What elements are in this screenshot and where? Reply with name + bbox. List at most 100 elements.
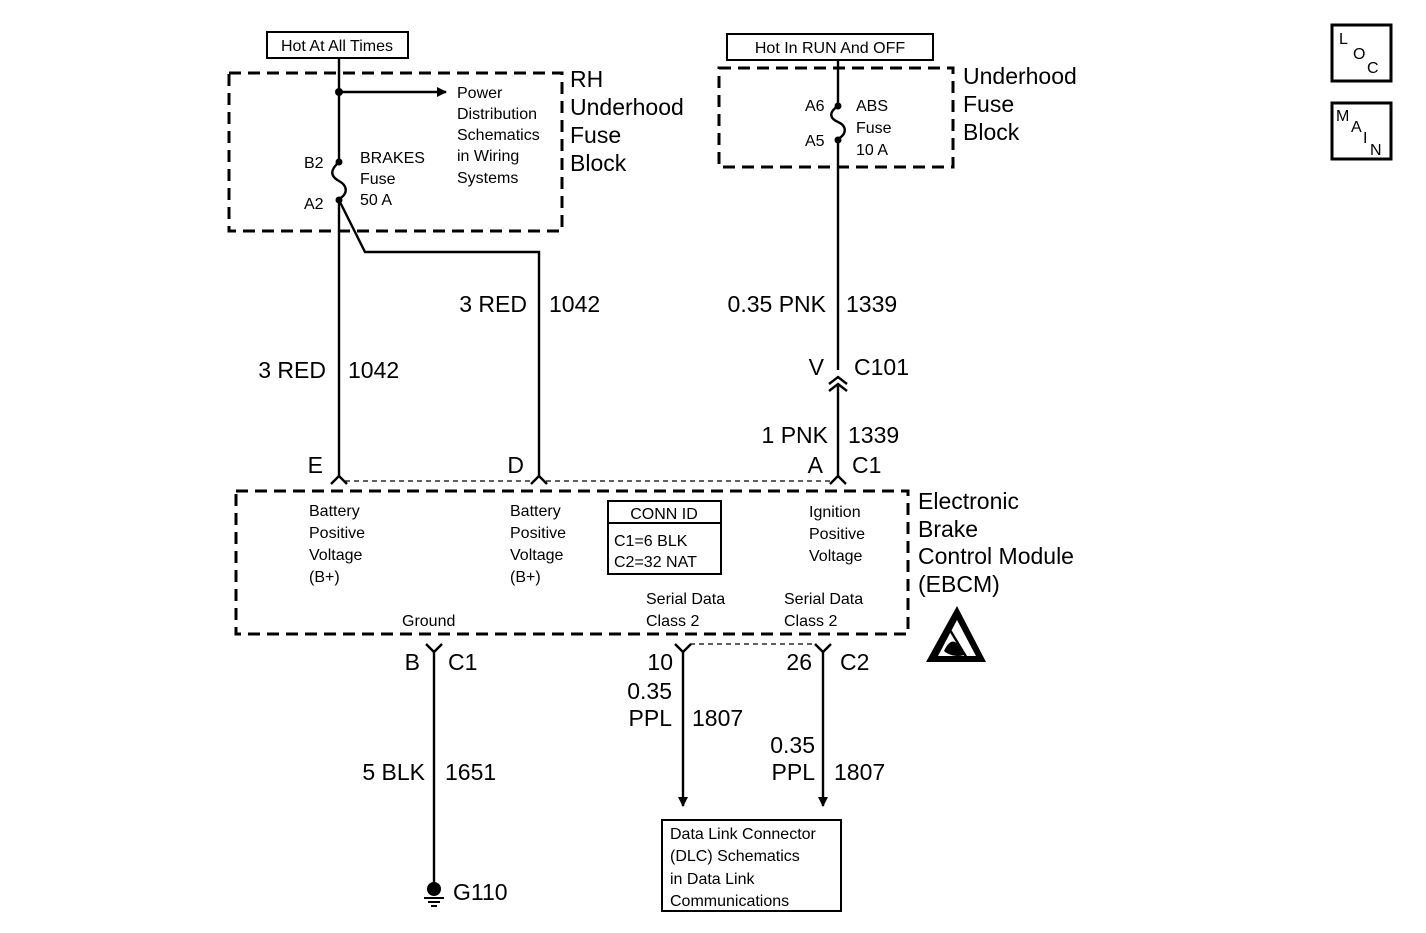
svg-text:Ignition: Ignition [809, 504, 861, 521]
svg-text:Schematics: Schematics [457, 127, 540, 144]
wire-1042-mid [337, 199, 541, 476]
serial-data-label-1: Serial Data Class 2 [646, 591, 725, 630]
svg-text:N: N [1370, 142, 1382, 159]
svg-text:BRAKES: BRAKES [360, 150, 425, 167]
svg-text:PPL: PPL [629, 705, 673, 731]
main-button[interactable]: M A I N [1330, 101, 1393, 161]
svg-text:Voltage: Voltage [510, 547, 563, 564]
svg-text:Serial Data: Serial Data [646, 591, 725, 608]
svg-text:A6: A6 [805, 98, 825, 115]
svg-text:1651: 1651 [445, 759, 496, 785]
svg-text:1042: 1042 [549, 291, 600, 317]
svg-text:V: V [809, 354, 825, 380]
svg-text:Fuse: Fuse [360, 171, 396, 188]
svg-text:D: D [507, 452, 524, 478]
svg-text:3 RED: 3 RED [258, 357, 326, 383]
battery-voltage-label-2: Battery Positive Voltage (B+) [510, 503, 566, 586]
svg-text:Data Link Connector: Data Link Connector [670, 826, 817, 843]
svg-text:(B+): (B+) [309, 569, 340, 586]
svg-text:Voltage: Voltage [309, 547, 362, 564]
svg-text:B2: B2 [304, 155, 324, 172]
battery-voltage-label-1: Battery Positive Voltage (B+) [309, 503, 365, 586]
svg-text:in Wiring: in Wiring [457, 148, 519, 165]
loc-button[interactable]: L O C [1330, 23, 1393, 83]
svg-text:C101: C101 [854, 354, 909, 380]
svg-text:Battery: Battery [510, 503, 561, 520]
svg-text:Underhood: Underhood [570, 94, 684, 120]
svg-text:0.35 PNK: 0.35 PNK [728, 291, 827, 317]
svg-text:(EBCM): (EBCM) [918, 571, 1000, 597]
svg-text:50 A: 50 A [360, 192, 392, 209]
svg-text:ABS: ABS [856, 98, 888, 115]
svg-text:C2: C2 [840, 649, 869, 675]
svg-text:Electronic: Electronic [918, 488, 1019, 514]
svg-text:1339: 1339 [846, 291, 897, 317]
svg-text:Positive: Positive [309, 525, 365, 542]
svg-text:0.35: 0.35 [770, 732, 815, 758]
rh-underhood-fuse-block: RH Underhood Fuse Block [227, 66, 684, 233]
svg-text:A: A [1351, 119, 1362, 136]
ground-symbol-icon [424, 882, 444, 907]
svg-text:Brake: Brake [918, 516, 978, 542]
svg-text:3 RED: 3 RED [459, 291, 527, 317]
svg-text:Voltage: Voltage [809, 548, 862, 565]
svg-text:0.35: 0.35 [627, 678, 672, 704]
pin-e [330, 474, 348, 485]
ground-point-label: G110 [453, 879, 508, 905]
ground-label: Ground [402, 613, 455, 630]
brakes-fuse: B2 A2 BRAKES Fuse 50 A [304, 150, 425, 213]
svg-text:B: B [405, 649, 420, 675]
hot-in-run-off-label: Hot In RUN And OFF [726, 33, 934, 61]
svg-text:Underhood: Underhood [963, 63, 1077, 89]
svg-text:Power: Power [457, 85, 503, 102]
serial-data-label-2: Serial Data Class 2 [784, 591, 863, 630]
svg-text:Positive: Positive [510, 525, 566, 542]
abs-fuse: A6 A5 ABS Fuse 10 A [805, 98, 892, 159]
svg-text:C: C [1367, 60, 1379, 77]
svg-text:Serial Data: Serial Data [784, 591, 863, 608]
svg-text:L: L [1339, 31, 1348, 48]
svg-text:RH: RH [570, 66, 603, 92]
svg-text:(B+): (B+) [510, 569, 541, 586]
svg-text:1339: 1339 [848, 422, 899, 448]
svg-text:Distribution: Distribution [457, 106, 537, 123]
pin-26 [814, 643, 832, 654]
svg-text:CONN ID: CONN ID [630, 506, 698, 523]
svg-text:Control Module: Control Module [918, 543, 1074, 569]
pin-b [425, 643, 443, 654]
svg-text:Hot At All Times: Hot At All Times [281, 38, 393, 55]
svg-text:M: M [1336, 108, 1349, 125]
svg-text:Class 2: Class 2 [784, 613, 837, 630]
dlc-reference-box[interactable]: Data Link Connector (DLC) Schematics in … [661, 819, 842, 912]
svg-text:A: A [808, 452, 824, 478]
svg-text:E: E [308, 452, 323, 478]
svg-text:1807: 1807 [834, 759, 885, 785]
svg-text:10: 10 [647, 649, 673, 675]
ebcm-module: Electronic Brake Control Module (EBCM) [234, 488, 1074, 636]
svg-text:1807: 1807 [692, 705, 743, 731]
svg-text:C2=32 NAT: C2=32 NAT [614, 554, 697, 571]
svg-text:Fuse: Fuse [963, 91, 1014, 117]
svg-text:A5: A5 [805, 133, 825, 150]
svg-text:PPL: PPL [772, 759, 816, 785]
svg-text:5 BLK: 5 BLK [362, 759, 425, 785]
svg-text:Block: Block [963, 119, 1020, 145]
svg-text:26: 26 [786, 649, 812, 675]
svg-text:C1: C1 [852, 452, 881, 478]
svg-text:in Data Link: in Data Link [670, 871, 755, 888]
c101-connector: V C101 [809, 354, 909, 392]
svg-text:1042: 1042 [348, 357, 399, 383]
svg-text:Class 2: Class 2 [646, 613, 699, 630]
svg-text:A2: A2 [304, 196, 324, 213]
svg-text:1 PNK: 1 PNK [762, 422, 829, 448]
svg-text:Fuse: Fuse [856, 120, 892, 137]
svg-text:Positive: Positive [809, 526, 865, 543]
svg-text:Hot In RUN And OFF: Hot In RUN And OFF [755, 40, 905, 57]
svg-text:Block: Block [570, 150, 627, 176]
pin-10 [674, 643, 692, 654]
svg-text:Fuse: Fuse [570, 122, 621, 148]
ignition-voltage-label: Ignition Positive Voltage [809, 504, 865, 565]
svg-text:C1=6 BLK: C1=6 BLK [614, 533, 688, 550]
conn-id-box: CONN ID C1=6 BLK C2=32 NAT [607, 500, 722, 575]
